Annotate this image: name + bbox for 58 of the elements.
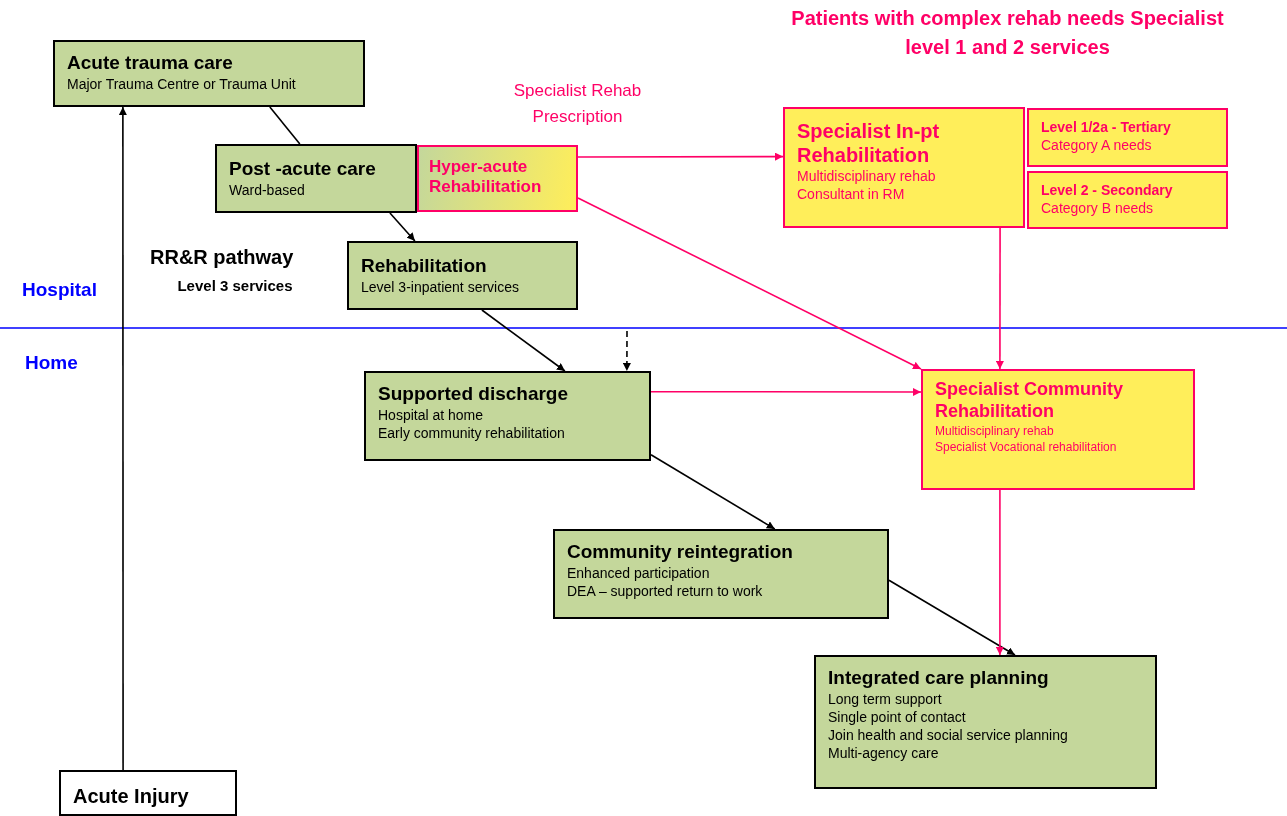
box-title: Specialist Community Rehabilitation bbox=[935, 379, 1125, 423]
process-box bbox=[814, 655, 1157, 789]
box-text: Specialist Vocational rehabilitation bbox=[935, 439, 1118, 456]
box-text: Major Trauma Centre or Trauma Unit bbox=[67, 74, 297, 93]
box-text: Multi-agency care bbox=[828, 744, 940, 763]
box-title: Integrated care planning bbox=[828, 667, 1050, 690]
box-text: DEA – supported return to work bbox=[567, 582, 764, 601]
box-text: Multidisciplinary rehab bbox=[797, 167, 937, 186]
box-text: Consultant in RM bbox=[797, 185, 906, 204]
arrow bbox=[577, 152, 784, 161]
process-box bbox=[417, 145, 578, 212]
box-title: Specialist In-pt Rehabilitation bbox=[797, 119, 941, 167]
box-title: Supported discharge bbox=[378, 383, 570, 406]
arrow bbox=[995, 489, 1004, 656]
box-title: Hyper-acute Rehabilitation bbox=[429, 157, 543, 198]
arrow bbox=[622, 330, 631, 372]
process-box bbox=[921, 369, 1195, 490]
arrow bbox=[888, 579, 1016, 656]
process-box bbox=[553, 529, 889, 619]
box-text: Enhanced participation bbox=[567, 563, 711, 582]
box-title: Rehabilitation bbox=[361, 255, 488, 278]
box-text: Join health and social service planning bbox=[828, 726, 1069, 745]
pathway-label: RR&R pathway bbox=[150, 246, 295, 269]
box-text: Long term support bbox=[828, 689, 943, 708]
pathway-label: Level 3 services bbox=[176, 277, 294, 294]
arrow bbox=[118, 106, 127, 771]
process-box bbox=[1027, 171, 1228, 229]
box-text: Ward-based bbox=[229, 180, 306, 199]
arrow bbox=[389, 212, 416, 242]
box-text: Hospital at home bbox=[378, 405, 485, 424]
box-text: Multidisciplinary rehab bbox=[935, 424, 1055, 440]
process-box bbox=[347, 241, 578, 310]
box-text: Level 3-inpatient services bbox=[361, 277, 520, 296]
box-title: Acute Injury bbox=[73, 784, 190, 808]
process-box bbox=[364, 371, 651, 461]
box-title: Level 1/2a - Tertiary bbox=[1041, 119, 1172, 136]
arrow bbox=[995, 227, 1004, 370]
arrow bbox=[577, 197, 922, 370]
box-title: Level 2 - Secondary bbox=[1041, 182, 1174, 199]
box-title: Post -acute care bbox=[229, 158, 377, 181]
arrow bbox=[650, 453, 776, 530]
arrow bbox=[481, 309, 566, 372]
process-box bbox=[1027, 108, 1228, 167]
box-title: Community reintegration bbox=[567, 541, 794, 564]
zone-label: Hospital bbox=[22, 279, 98, 301]
box-text: Category A needs bbox=[1041, 135, 1153, 154]
heading: Patients with complex rehab needs Specialist level 1 and 2 services bbox=[790, 6, 1225, 60]
arrow bbox=[650, 388, 922, 396]
process-box bbox=[59, 770, 237, 816]
process-box bbox=[783, 107, 1025, 228]
zone-label: Home bbox=[25, 352, 79, 374]
process-box bbox=[215, 144, 417, 213]
box-title: Acute trauma care bbox=[67, 52, 234, 75]
box-text: Category B needs bbox=[1041, 198, 1155, 217]
annotation: Specialist Rehab Prescription bbox=[512, 80, 643, 128]
process-box bbox=[53, 40, 365, 107]
box-text: Early community rehabilitation bbox=[378, 424, 566, 443]
box-text: Single point of contact bbox=[828, 708, 967, 727]
